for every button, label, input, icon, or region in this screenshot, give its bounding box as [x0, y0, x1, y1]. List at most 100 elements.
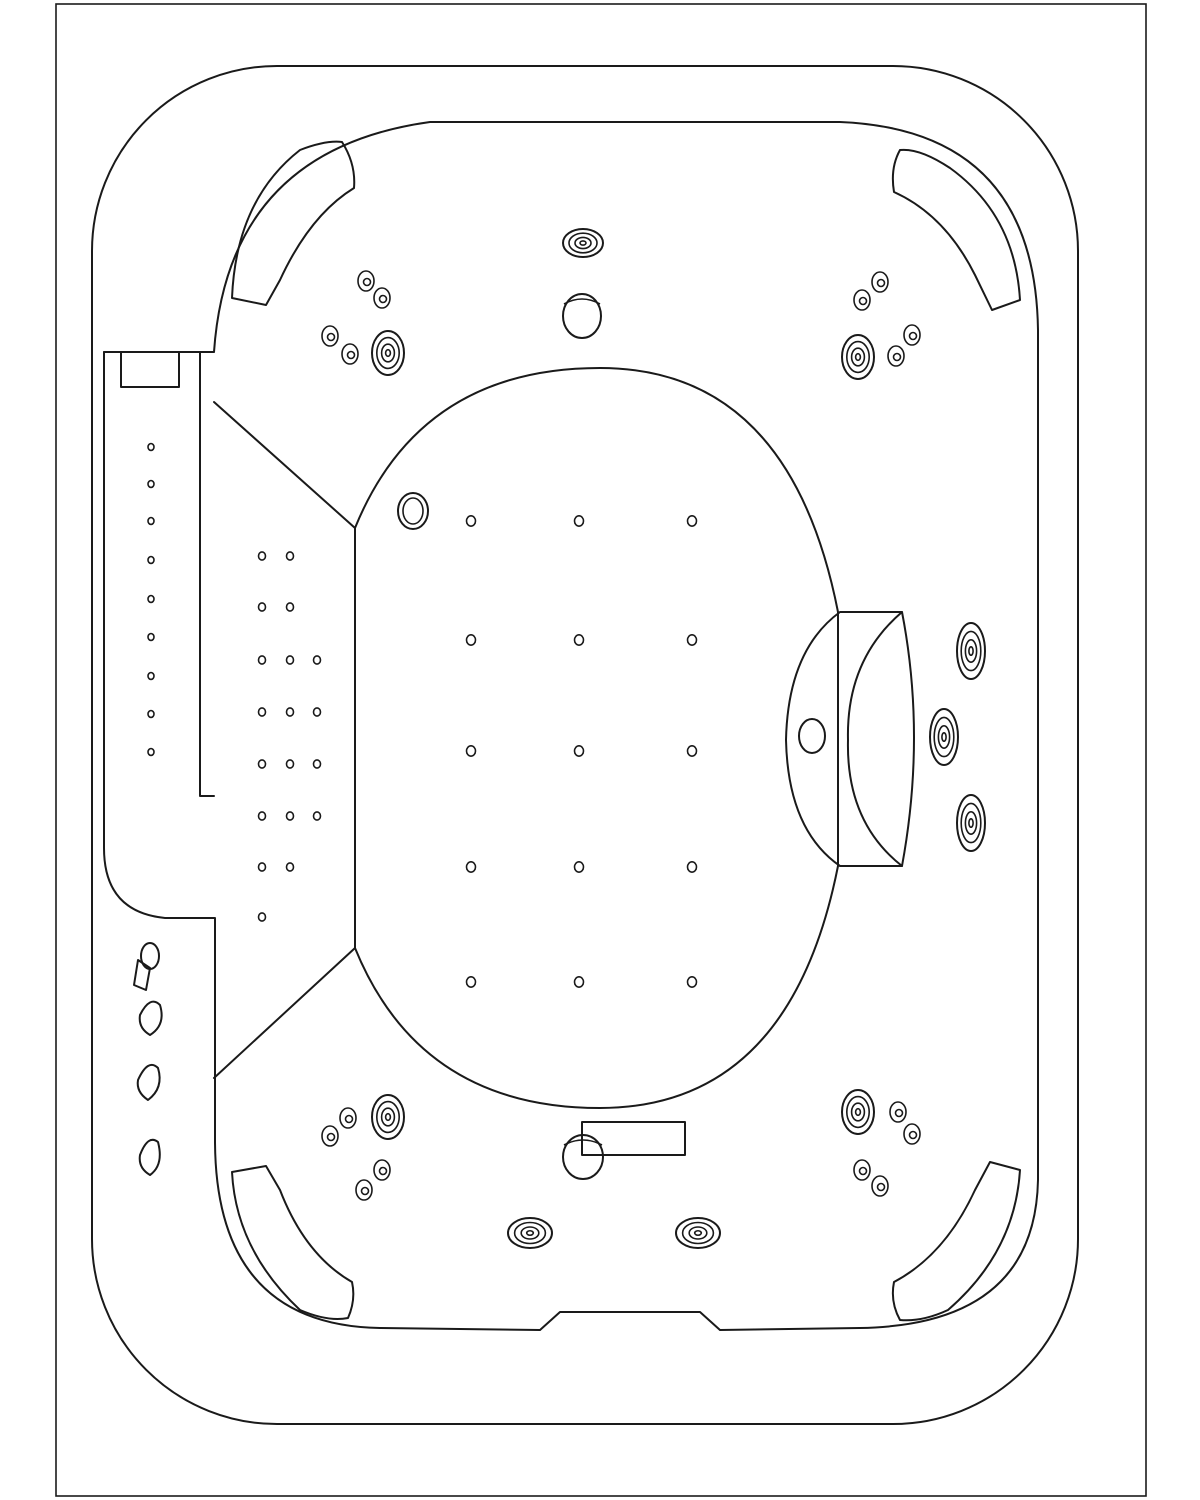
side-jet-right-0	[956, 622, 986, 680]
back-jet-bottom-0	[507, 1217, 553, 1249]
corner-jet-tr-3-nozzle	[892, 352, 902, 362]
side-jet-right-1-ring	[933, 716, 955, 758]
corner-jet-br-2	[853, 1159, 871, 1181]
ledge-air-jet-2	[147, 516, 155, 526]
lounger-air-jet-5	[285, 655, 295, 665]
corner-jet-tl-0-nozzle	[362, 277, 372, 287]
side-jet-right-2-ring	[960, 802, 982, 844]
pillow-jet-top-nozzle	[579, 240, 587, 246]
back-jet-bottom-1-nozzle	[693, 1229, 703, 1237]
floor-air-jet-2-2	[686, 745, 698, 757]
floor-air-jet-0-0	[465, 515, 477, 527]
pillow-jet-top-ring	[568, 232, 598, 254]
corner-jet-tl-3-nozzle	[346, 350, 356, 360]
corner-jet-tr-3	[887, 345, 905, 367]
filter-suction-bottom	[562, 1134, 604, 1180]
lounger-air-jet-6	[312, 655, 322, 665]
lounger-air-jet-7	[257, 707, 267, 717]
corner-jet-bl-3-nozzle	[360, 1186, 370, 1196]
ledge-air-jet-5	[147, 632, 155, 642]
control-knob-0-cap	[140, 942, 160, 970]
inner-shell	[103, 121, 1039, 1331]
ledge-air-jet-3	[147, 555, 155, 565]
lounger-seat	[213, 401, 356, 1079]
corner-jet-tr-2	[903, 324, 921, 346]
corner-jet-tr-0	[871, 271, 889, 293]
lounger-air-jet-15	[312, 811, 322, 821]
floor-air-jet-1-1	[573, 634, 585, 646]
corner-jet-br-1	[903, 1123, 921, 1145]
corner-jet-tl-main-ring	[375, 336, 400, 370]
lounger-air-jet-0	[257, 551, 267, 561]
right-seat-step	[846, 611, 903, 867]
floor-air-jet-1-0	[465, 634, 477, 646]
side-jet-right-0-nozzle	[968, 645, 974, 656]
corner-jet-bl-main-nozzle	[384, 1112, 392, 1122]
ledge-air-jet-0	[147, 442, 155, 452]
back-jet-bottom-0-nozzle	[525, 1229, 535, 1237]
floor-air-jet-4-1	[573, 976, 585, 988]
corner-jet-br-main-ring-inner	[850, 1102, 866, 1122]
corner-jet-br-main	[841, 1089, 875, 1135]
floor-air-jet-1-2	[686, 634, 698, 646]
headrest-top-right	[891, 148, 1021, 311]
floor-air-jet-4-0	[465, 976, 477, 988]
corner-jet-tr-main-nozzle	[854, 352, 862, 362]
ledge-air-jet-7	[147, 709, 155, 719]
floor-air-jet-3-2	[686, 861, 698, 873]
corner-jet-bl-1	[321, 1125, 339, 1147]
lounger-air-jet-10	[257, 759, 267, 769]
headrest-bottom-right	[891, 1161, 1021, 1322]
pillow-jet-top	[562, 228, 604, 258]
corner-jet-br-3-nozzle	[876, 1182, 886, 1192]
headrest-bottom-left	[231, 1165, 355, 1320]
corner-jet-tl-2	[321, 325, 339, 347]
corner-jet-bl-1-nozzle	[326, 1132, 336, 1142]
right-seat-fitting	[798, 718, 826, 754]
side-jet-right-2-ring-inner	[964, 810, 978, 835]
lounger-air-jet-3	[285, 602, 295, 612]
corner-jet-br-3	[871, 1175, 889, 1197]
corner-jet-tr-0-nozzle	[876, 278, 886, 288]
ledge-air-jet-8	[147, 747, 155, 757]
ledge-air-jet-1	[147, 479, 155, 489]
jet-marks	[133, 228, 986, 1249]
skimmer-plate	[581, 1121, 686, 1156]
corner-jet-tr-main-ring-inner	[850, 347, 866, 367]
side-ledge	[103, 351, 215, 797]
corner-jet-tr-1	[853, 289, 871, 311]
filter-suction-top-rim	[563, 298, 601, 305]
corner-jet-tl-main-ring-inner	[380, 343, 396, 363]
corner-jet-tr-main	[841, 334, 875, 380]
corner-jet-tl-1	[373, 287, 391, 309]
floor-air-jet-2-0	[465, 745, 477, 757]
floor-air-jet-3-0	[465, 861, 477, 873]
corner-jet-tl-3	[341, 343, 359, 365]
floor-air-jet-0-2	[686, 515, 698, 527]
filter-suction-bottom-rim	[563, 1139, 603, 1146]
back-jet-bottom-0-ring	[513, 1221, 547, 1245]
corner-jet-bl-2-nozzle	[378, 1166, 388, 1176]
control-knob-1	[138, 1000, 163, 1036]
ledge-air-jet-6	[147, 671, 155, 681]
corner-jet-bl-3	[355, 1179, 373, 1201]
lounger-air-jet-9	[312, 707, 322, 717]
corner-jet-tl-0	[357, 270, 375, 292]
corner-jet-tl-1-nozzle	[378, 294, 388, 304]
corner-jet-br-main-ring	[845, 1095, 870, 1129]
corner-jet-br-main-nozzle	[854, 1107, 862, 1117]
outer-shell	[91, 65, 1079, 1425]
back-jet-bottom-1-ring	[681, 1221, 715, 1245]
side-jet-right-2-nozzle	[968, 817, 974, 828]
lounger-air-jet-12	[312, 759, 322, 769]
headrest-top-left	[231, 140, 356, 306]
floor-air-jet-4-2	[686, 976, 698, 988]
corner-jet-bl-0	[339, 1107, 357, 1129]
floor-air-jet-0-1	[573, 515, 585, 527]
corner-jet-tl-2-nozzle	[326, 332, 336, 342]
control-knob-3	[138, 1138, 161, 1176]
pillow-jet-top-ring-inner	[574, 236, 592, 250]
corner-jet-bl-0-nozzle	[344, 1114, 354, 1124]
corner-jet-br-0-nozzle	[894, 1108, 904, 1118]
